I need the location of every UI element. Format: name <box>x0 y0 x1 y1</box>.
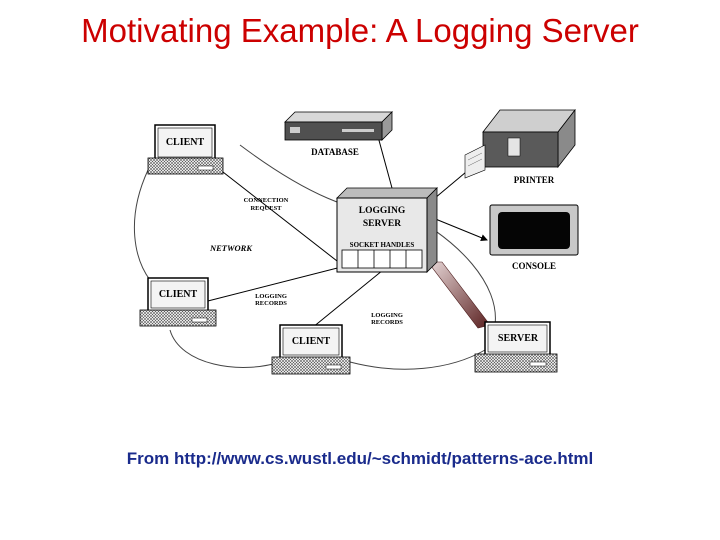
printer: PRINTER <box>464 108 576 185</box>
logging-records-label: RECORDS <box>255 300 287 307</box>
logging-server-label: LOGGING <box>359 206 406 216</box>
slide-title: Motivating Example: A Logging Server <box>81 12 639 49</box>
client-label: CLIENT <box>292 336 331 347</box>
logging-records-label: LOGGING <box>255 293 287 300</box>
logging-records-label: RECORDS <box>371 319 403 326</box>
arrow-to-console <box>432 217 488 241</box>
client-computer: CLIENT <box>147 124 224 175</box>
server-computer: SERVER <box>474 321 558 373</box>
network-curve <box>169 329 281 368</box>
console-label: CONSOLE <box>512 261 556 271</box>
network-curve <box>349 349 486 370</box>
client-label: CLIENT <box>166 137 205 148</box>
database-label: DATABASE <box>311 147 359 157</box>
logging-server-diagram: CLIENT CLIENT CLIENT SERVER DATABASE <box>133 108 579 375</box>
database: DATABASE <box>284 111 393 157</box>
logging-records-label: LOGGING <box>371 312 403 319</box>
logging-server-label: SERVER <box>363 219 401 229</box>
server-label: SERVER <box>498 333 539 344</box>
arrow-to-database <box>375 132 393 189</box>
network-curve <box>133 169 151 281</box>
client-label: CLIENT <box>159 289 198 300</box>
arrow-client-to-socket <box>306 265 389 333</box>
printer-label: PRINTER <box>514 175 555 185</box>
socket-handles-label: SOCKET HANDLES <box>350 241 415 249</box>
client-computer: CLIENT <box>139 277 217 327</box>
connection-request-label: REQUEST <box>250 205 282 212</box>
arrow-client-to-socket <box>204 157 347 269</box>
client-computer: CLIENT <box>271 324 351 375</box>
logging-server: LOGGING SERVER SOCKET HANDLES <box>336 187 438 273</box>
server-connection-beam <box>427 261 491 329</box>
connection-request-label: CONNECTION <box>244 197 289 204</box>
console: CONSOLE <box>489 204 579 271</box>
network-label: NETWORK <box>209 243 253 253</box>
source-credit: From http://www.cs.wustl.edu/~schmidt/pa… <box>126 449 594 468</box>
arrow-client-to-socket <box>199 261 358 304</box>
